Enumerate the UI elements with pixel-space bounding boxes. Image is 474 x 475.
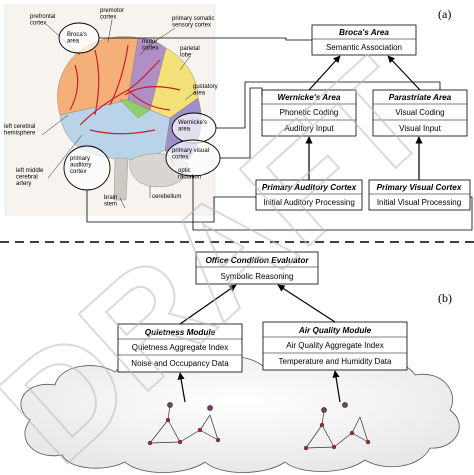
air-quality-index: Air Quality Aggregate Index bbox=[286, 341, 383, 350]
air-quality-title: Air Quality Module bbox=[298, 326, 372, 335]
panel-b-label: (b) bbox=[438, 291, 452, 305]
panel-b-arrows bbox=[177, 284, 341, 403]
primary-auditory-processing: Initial Auditory Processing bbox=[263, 198, 355, 207]
quietness-title: Quietness Module bbox=[145, 328, 216, 337]
primary-auditory-box: Primary Auditory Cortex Initial Auditory… bbox=[255, 179, 363, 211]
sensor-network-right bbox=[303, 402, 371, 451]
broca-title: Broca's Area bbox=[339, 28, 389, 37]
air-quality-box: Air Quality Module Air Quality Aggregate… bbox=[262, 321, 408, 371]
broca-semantic: Semantic Association bbox=[326, 43, 402, 52]
wernicke-auditory: Auditory Input bbox=[284, 124, 334, 133]
broca-box: Broca's Area Semantic Association bbox=[311, 24, 417, 56]
primary-visual-title: Primary Visual Cortex bbox=[377, 183, 462, 192]
evaluator-box: Office Condition Evaluator Symbolic Reas… bbox=[195, 251, 319, 285]
primary-visual-processing: Initial Visual Processing bbox=[377, 198, 461, 207]
wernicke-title: Wernicke's Area bbox=[278, 93, 341, 102]
primary-auditory-title: Primary Auditory Cortex bbox=[262, 183, 357, 192]
green-area bbox=[119, 99, 151, 119]
quietness-data: Noise and Occupancy Data bbox=[131, 359, 229, 368]
parastriate-visual-input: Visual Input bbox=[399, 124, 441, 133]
cerebral-arteries bbox=[69, 44, 181, 135]
panel-a-arrows bbox=[305, 55, 423, 180]
sensor-network-left bbox=[147, 402, 221, 446]
primary-visual-box: Primary Visual Cortex Initial Visual Pro… bbox=[368, 179, 471, 211]
parastriate-visual-coding: Visual Coding bbox=[395, 108, 444, 117]
wernicke-phonetic: Phonetic Coding bbox=[280, 108, 339, 117]
brain-stem-shape bbox=[113, 157, 129, 201]
evaluator-symbolic: Symbolic Reasoning bbox=[221, 272, 294, 281]
evaluator-title: Office Condition Evaluator bbox=[205, 256, 309, 265]
air-quality-data: Temperature and Humidity Data bbox=[279, 357, 392, 366]
label-cerebellum: cerebellum bbox=[152, 194, 181, 200]
quietness-index: Quietness Aggregate Index bbox=[132, 343, 229, 352]
panel-a-connectors bbox=[86, 37, 473, 231]
parastriate-box: Parastriate Area Visual Coding Visual In… bbox=[372, 89, 468, 137]
parastriate-title: Parastriate Area bbox=[389, 93, 452, 102]
panel-a-label: (a) bbox=[438, 7, 451, 21]
